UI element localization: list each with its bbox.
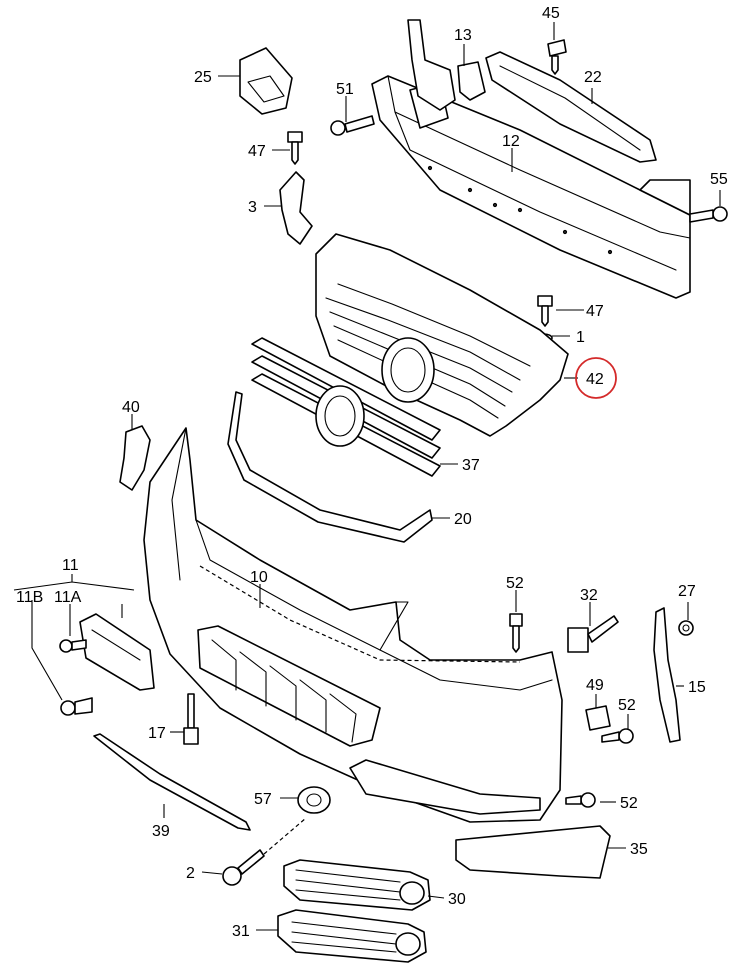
callout-11a: 11A — [54, 589, 82, 606]
callout-57: 57 — [254, 791, 272, 808]
part-3-side-bracket — [279, 171, 313, 245]
screw-47-upper — [287, 131, 303, 165]
callout-27: 27 — [678, 583, 696, 600]
part-42-radiator-grille — [315, 233, 569, 437]
callout-47-upper: 47 — [248, 143, 266, 160]
part-40-bracket — [119, 425, 151, 491]
callout-31: 31 — [232, 923, 250, 940]
callout-51: 51 — [336, 81, 354, 98]
part-20-seal-strip — [227, 391, 433, 543]
part-35-side-trim — [455, 825, 611, 879]
part-22-upper-trim — [485, 51, 657, 163]
callout-11: 11 — [62, 557, 79, 574]
screw-45 — [547, 39, 567, 75]
fastener-11a — [59, 639, 87, 653]
screw-52-lower — [565, 792, 596, 808]
screw-47-right — [537, 295, 553, 327]
screw-17 — [183, 693, 199, 745]
part-39-lower-trim — [93, 733, 251, 831]
callout-12: 12 — [502, 133, 520, 150]
callout-47-right: 47 — [586, 303, 604, 320]
callout-30: 30 — [448, 891, 466, 908]
part-11-license-bracket — [79, 613, 155, 691]
callout-10: 10 — [250, 569, 268, 586]
callout-37: 37 — [462, 457, 480, 474]
callout-17: 17 — [148, 725, 166, 742]
callout-11b: 11B — [16, 589, 43, 606]
callout-20: 20 — [454, 511, 472, 528]
nut-49 — [585, 705, 611, 731]
fastener-11b — [60, 697, 93, 716]
callout-35: 35 — [630, 841, 648, 858]
part-25-clip — [239, 47, 293, 115]
screw-51 — [330, 115, 375, 136]
screw-52-upper — [509, 613, 523, 653]
highlight-ring-42 — [575, 357, 617, 399]
callout-25: 25 — [194, 69, 212, 86]
callout-45: 45 — [542, 5, 560, 22]
callout-55: 55 — [710, 171, 728, 188]
callout-15: 15 — [688, 679, 706, 696]
screw-2 — [222, 817, 307, 886]
callout-32: 32 — [580, 587, 598, 604]
callout-52-middle: 52 — [618, 697, 636, 714]
callout-39: 39 — [152, 823, 170, 840]
part-37-grille-insert — [251, 337, 441, 477]
callout-52-upper: 52 — [506, 575, 524, 592]
part-31-fog-grille — [277, 909, 427, 963]
callout-3: 3 — [248, 199, 257, 216]
callout-1: 1 — [576, 329, 585, 346]
callout-52-lower: 52 — [620, 795, 638, 812]
callout-22: 22 — [584, 69, 602, 86]
part-32-bolt-tab — [567, 615, 619, 653]
leader-lines — [13, 22, 721, 931]
callout-40: 40 — [122, 399, 140, 416]
callout-49: 49 — [586, 677, 604, 694]
screw-55 — [689, 206, 728, 223]
part-57-grommet — [297, 786, 331, 814]
callout-42: 42 — [586, 371, 604, 388]
part-13-bracket — [407, 19, 486, 111]
callout-labels: 45 13 25 22 51 47 12 55 3 47 1 42 40 37 … — [16, 5, 728, 940]
callout-13: 13 — [454, 27, 472, 44]
part-15-side-strip — [653, 607, 681, 743]
nut-27 — [678, 620, 694, 636]
screw-52-middle — [601, 728, 634, 744]
part-30-fog-grille — [283, 859, 431, 911]
part-10-bumper-cover — [143, 427, 563, 823]
callout-2: 2 — [186, 865, 195, 882]
